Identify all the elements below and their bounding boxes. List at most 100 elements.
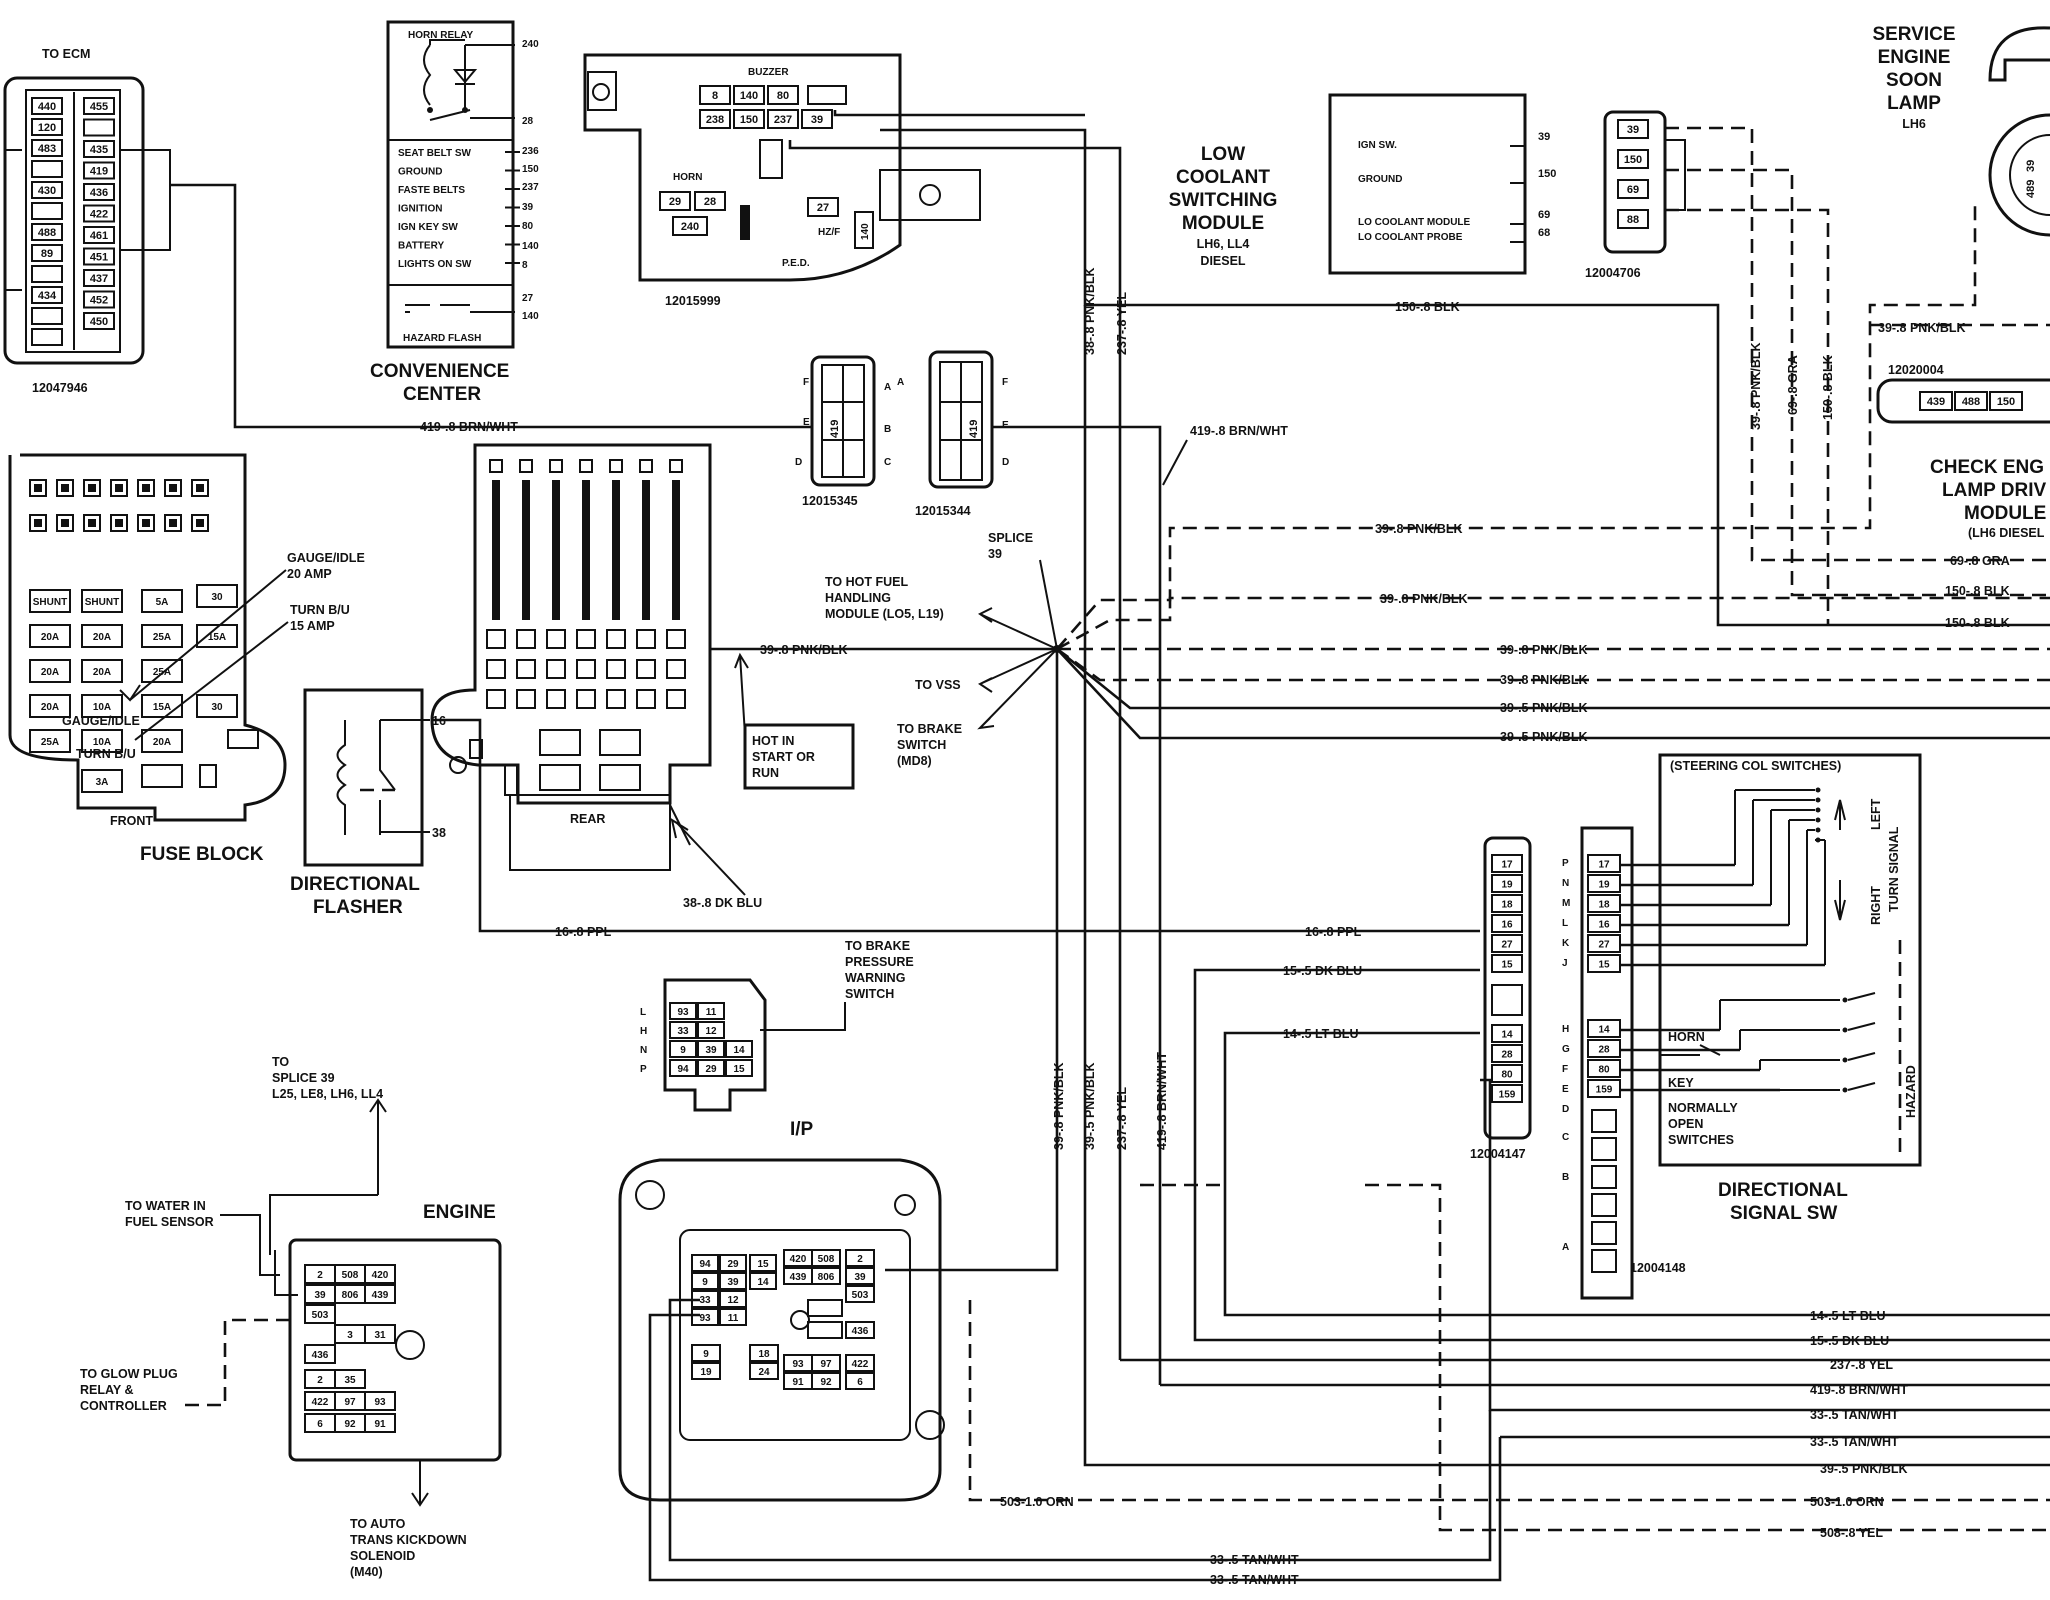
ecm-pin: 450: [90, 316, 108, 328]
c344-letter: D: [1002, 457, 1009, 468]
c147-pin: 159: [1499, 1090, 1516, 1101]
convenience-center: HORN RELAY HAZARD FLASH SEAT BELT SWGROU…: [370, 20, 539, 405]
c4706-pin-cell: [1617, 149, 1649, 169]
wire-150-label: 150-.8 BLK: [1395, 300, 1460, 314]
lcm-sub-2: DIESEL: [1200, 254, 1246, 268]
c148-letter: C: [1562, 1132, 1569, 1143]
c344-letter: E: [1002, 420, 1009, 431]
ip-pin-cell: [845, 1372, 875, 1390]
c345-letter: D: [795, 457, 802, 468]
eng-pin: 3: [347, 1330, 353, 1341]
c148-pin-cell: [1587, 914, 1621, 933]
fuse-label: 15A: [153, 702, 171, 713]
c344-letter: A: [897, 377, 904, 388]
flasher-pin-38: 38: [432, 826, 446, 840]
wire-b33a-label: 33-.5 TAN/WHT: [1810, 1408, 1899, 1422]
hot-in-box: HOT IN START OR RUN: [734, 652, 855, 790]
conv-row-label: FASTE BELTS: [398, 185, 465, 196]
dir-sw-hazard: HAZARD: [1904, 1065, 1918, 1118]
c148-letter: M: [1562, 898, 1570, 909]
c148-letter: F: [1562, 1064, 1568, 1075]
ce-part: 12020004: [1888, 363, 1944, 377]
c4706-pin-cell: [1617, 209, 1649, 229]
eng-pin: 2: [317, 1270, 323, 1281]
ip-pin: 39: [854, 1272, 866, 1283]
eng-pin: 93: [374, 1397, 386, 1408]
hzf-label: HZ/F: [818, 227, 840, 238]
conv-pin-number: 80: [522, 221, 534, 232]
to-vss-label: TO VSS: [915, 678, 961, 692]
dir-sw-normally-2: OPEN: [1668, 1117, 1703, 1131]
c147-pin: 14: [1501, 1030, 1513, 1041]
wire-vr39-label: 39-.8 PNK/BLK: [1878, 321, 1966, 335]
fuse-label: 30: [211, 592, 223, 603]
lcm-pin: 150: [1538, 168, 1556, 180]
ip-pin-cell: [691, 1272, 719, 1290]
c148-pin-cell: [1587, 1039, 1621, 1058]
c147-pin: 27: [1501, 940, 1513, 951]
fuse-label: 10A: [93, 702, 111, 713]
bp-pin-cell: [725, 1040, 753, 1058]
ecm-pin-cell: [83, 226, 115, 244]
ip-pin: 97: [820, 1359, 832, 1370]
gauge-small-label: GAUGE/IDLE: [62, 714, 140, 728]
ip-pin: 9: [702, 1277, 708, 1288]
ip-pin-cell: [719, 1272, 747, 1290]
c148-letter: L: [1562, 918, 1568, 929]
ip-pin: 436: [852, 1326, 869, 1337]
ip-pin-cell: [691, 1362, 721, 1380]
eng-glow-1: TO GLOW PLUG: [80, 1367, 178, 1381]
buzzer-title: BUZZER: [748, 67, 789, 78]
c147-pin-cell: [1491, 934, 1523, 953]
c148-pin: 80: [1598, 1065, 1610, 1076]
ip-pin-cell: [811, 1267, 841, 1285]
eng-pin: 91: [374, 1419, 386, 1430]
c345-letter: B: [884, 424, 891, 435]
wire-vr69-label: 69-.8 GRA: [1786, 355, 1800, 415]
wire-v419-label: 419-.8 BRN/WHT: [1155, 1052, 1169, 1150]
ce-title-1: CHECK ENG: [1930, 457, 2044, 478]
wire-419-label: 419-.8 BRN/WHT: [420, 420, 518, 434]
buzzer-pin-140: 140: [860, 223, 871, 240]
ecm-pin-cell: [31, 307, 63, 325]
bp-line-2: PRESSURE: [845, 955, 914, 969]
bp-pin: 9: [680, 1045, 686, 1056]
eng-pin: 503: [312, 1310, 329, 1321]
c345-letter: E: [803, 417, 810, 428]
ip-pin: 19: [700, 1367, 712, 1378]
fuse-label: 20A: [41, 667, 59, 678]
horn-pin-cell: [694, 191, 726, 211]
front-label: FRONT: [110, 814, 153, 828]
ecm-pin-cell: [31, 286, 63, 304]
bp-pin: 14: [733, 1045, 745, 1056]
directional-signal-switch: (STEERING COL SWITCHES) LEFT RIGHT TURN …: [1620, 753, 1922, 1224]
ip-pin: 94: [699, 1259, 711, 1270]
c4706-pin: 88: [1627, 214, 1639, 226]
c148-pin: 28: [1598, 1045, 1610, 1056]
c147-pin-cell: [1491, 954, 1523, 973]
dir-sw-box-title: (STEERING COL SWITCHES): [1670, 759, 1841, 773]
c4706-pin: 69: [1627, 184, 1639, 196]
fuse-label: 30: [211, 702, 223, 713]
ce-pin: 150: [1997, 396, 2015, 408]
c344-part: 12015344: [915, 504, 971, 518]
ecm-pin: 422: [90, 209, 108, 221]
c148-pin: 27: [1598, 940, 1610, 951]
ip-pin-cell: [811, 1249, 841, 1267]
eng-water-2: FUEL SENSOR: [125, 1215, 214, 1229]
c147-pin-cell: [1491, 874, 1523, 893]
eng-pin-cell: [364, 1264, 396, 1284]
c148-part: 12004148: [1630, 1261, 1686, 1275]
ecm-pin: 483: [38, 143, 56, 155]
wire-39h-label: 39-.5 PNK/BLK: [1500, 730, 1588, 744]
buzzer-pin-cell: [767, 85, 799, 105]
ip-pin: 2: [857, 1254, 863, 1265]
ecm-pin-cell: [31, 265, 63, 283]
lcm-title-4: MODULE: [1182, 213, 1264, 234]
c148-pin: 16: [1598, 920, 1610, 931]
horn-pin-cell: [672, 216, 708, 236]
eng-kick-4: (M40): [350, 1565, 383, 1579]
hot-fuel-line-1: TO HOT FUEL: [825, 575, 908, 589]
ecm-pin: 89: [41, 248, 53, 260]
wire-69-label: 69-.8 GRA: [1950, 554, 2010, 568]
